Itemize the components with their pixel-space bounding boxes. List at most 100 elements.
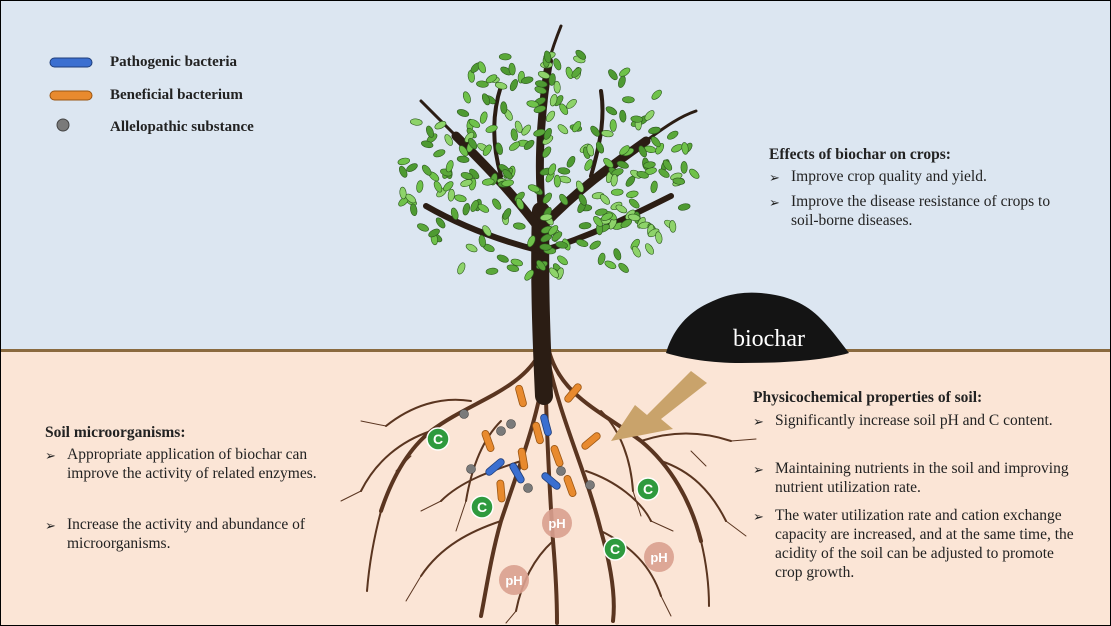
allelopathic-substance <box>557 467 566 476</box>
soil-microorganisms-bullet-2: ➢ Increase the activity and abundance of… <box>45 515 345 553</box>
leaf <box>397 157 410 166</box>
ph-marker-label: pH <box>548 516 565 531</box>
leaf <box>553 81 560 93</box>
allelopathic-substance <box>524 484 533 493</box>
physicochemical-bullet-3: ➢ The water utilization rate and cation … <box>753 506 1083 582</box>
biochar-arrow <box>611 371 707 441</box>
bullet-arrow-icon: ➢ <box>45 445 67 483</box>
leaf <box>626 190 639 199</box>
leaf <box>491 197 503 211</box>
leaf <box>556 123 569 136</box>
soil-microorganisms-bullet-1: ➢ Appropriate application of biochar can… <box>45 445 345 483</box>
physicochemical-heading: Physicochemical properties of soil: <box>753 389 982 407</box>
leaf <box>416 222 430 233</box>
leaf <box>588 239 602 251</box>
allelopathic-substance <box>467 465 476 474</box>
beneficial-bacterium <box>580 431 601 451</box>
bullet-arrow-icon: ➢ <box>753 506 775 582</box>
bullet-arrow-icon: ➢ <box>769 192 791 230</box>
leaf <box>619 110 627 123</box>
leaf <box>457 155 470 163</box>
legend-label-pathogenic: Pathogenic bacteria <box>110 54 237 71</box>
leaf <box>611 189 623 196</box>
allelopathic-substance <box>507 420 516 429</box>
bullet-arrow-icon: ➢ <box>45 515 67 553</box>
soil-markers: CCCCpHpHpH <box>427 428 674 595</box>
allelopathic-substance <box>497 427 506 436</box>
crops-bullet-1: ➢ Improve crop quality and yield. <box>769 167 1069 187</box>
beneficial-bacterium <box>563 474 577 497</box>
leaf <box>644 242 656 256</box>
leaf <box>509 78 520 92</box>
leaf <box>500 101 507 113</box>
leaf <box>454 194 467 203</box>
leaf <box>513 222 526 230</box>
leaf <box>604 259 618 270</box>
leaf <box>678 203 691 212</box>
leaf <box>481 93 492 107</box>
leaf <box>465 242 479 253</box>
leaf <box>416 180 424 193</box>
legend-label-beneficial: Beneficial bacterium <box>110 87 243 104</box>
ph-marker-label: pH <box>650 550 667 565</box>
physicochemical-bullet-1: ➢ Significantly increase soil pH and C c… <box>753 411 1083 431</box>
leaf <box>496 253 510 263</box>
carbon-marker-label: C <box>610 541 620 557</box>
beneficial-bacterium <box>481 429 495 452</box>
bullet-arrow-icon: ➢ <box>753 411 775 431</box>
beneficial-bacterium <box>550 444 564 467</box>
leaf <box>681 161 687 173</box>
leaf <box>456 108 469 118</box>
leaf <box>688 167 701 180</box>
beneficial-bacterium <box>515 384 527 407</box>
leaf <box>655 231 663 244</box>
leaf <box>558 167 571 175</box>
crops-heading: Effects of biochar on crops: <box>769 146 951 164</box>
gray-sphere-icon <box>57 119 69 131</box>
leaf <box>607 68 619 81</box>
leaf <box>399 187 407 200</box>
leaf <box>499 53 511 60</box>
leaf <box>650 88 663 101</box>
carbon-marker-label: C <box>433 431 443 447</box>
leaf <box>409 203 418 216</box>
leaf <box>617 262 630 275</box>
leaf <box>410 118 423 126</box>
leaf <box>628 197 641 210</box>
carbon-marker-label: C <box>477 499 487 515</box>
leaf <box>462 91 472 104</box>
leaf <box>612 248 622 261</box>
leaf <box>398 165 409 179</box>
leaf <box>554 175 561 187</box>
allelopathic-substance <box>460 410 469 419</box>
orange-bacterium-icon <box>50 91 92 100</box>
leaf <box>610 119 617 131</box>
leaf <box>552 58 562 71</box>
crops-bullet-2: ➢ Improve the disease resistance of crop… <box>769 192 1069 230</box>
leaf <box>462 203 471 216</box>
allelopathic-substance <box>586 481 595 490</box>
leaf <box>648 126 661 135</box>
leaf <box>485 124 498 134</box>
leaf <box>479 111 489 124</box>
blue-bacterium-icon <box>50 58 92 67</box>
bullet-arrow-icon: ➢ <box>753 459 775 497</box>
leaf <box>486 267 499 275</box>
ph-marker-label: pH <box>505 573 522 588</box>
leaf <box>456 262 467 276</box>
bullet-arrow-icon: ➢ <box>769 167 791 187</box>
tree-trunk <box>421 26 696 396</box>
leaf <box>666 129 680 141</box>
biochar-label: biochar <box>709 326 829 353</box>
physicochemical-bullet-2: ➢ Maintaining nutrients in the soil and … <box>753 459 1083 497</box>
leaf <box>669 220 676 233</box>
soil-microorganisms-heading: Soil microorganisms: <box>45 424 186 442</box>
leaf <box>617 75 627 88</box>
leaf <box>622 96 634 103</box>
leaf <box>650 180 658 193</box>
legend-label-allelopathic: Allelopathic substance <box>110 119 254 136</box>
leaf <box>448 189 455 202</box>
leaf <box>433 148 446 158</box>
leaf <box>579 222 592 229</box>
